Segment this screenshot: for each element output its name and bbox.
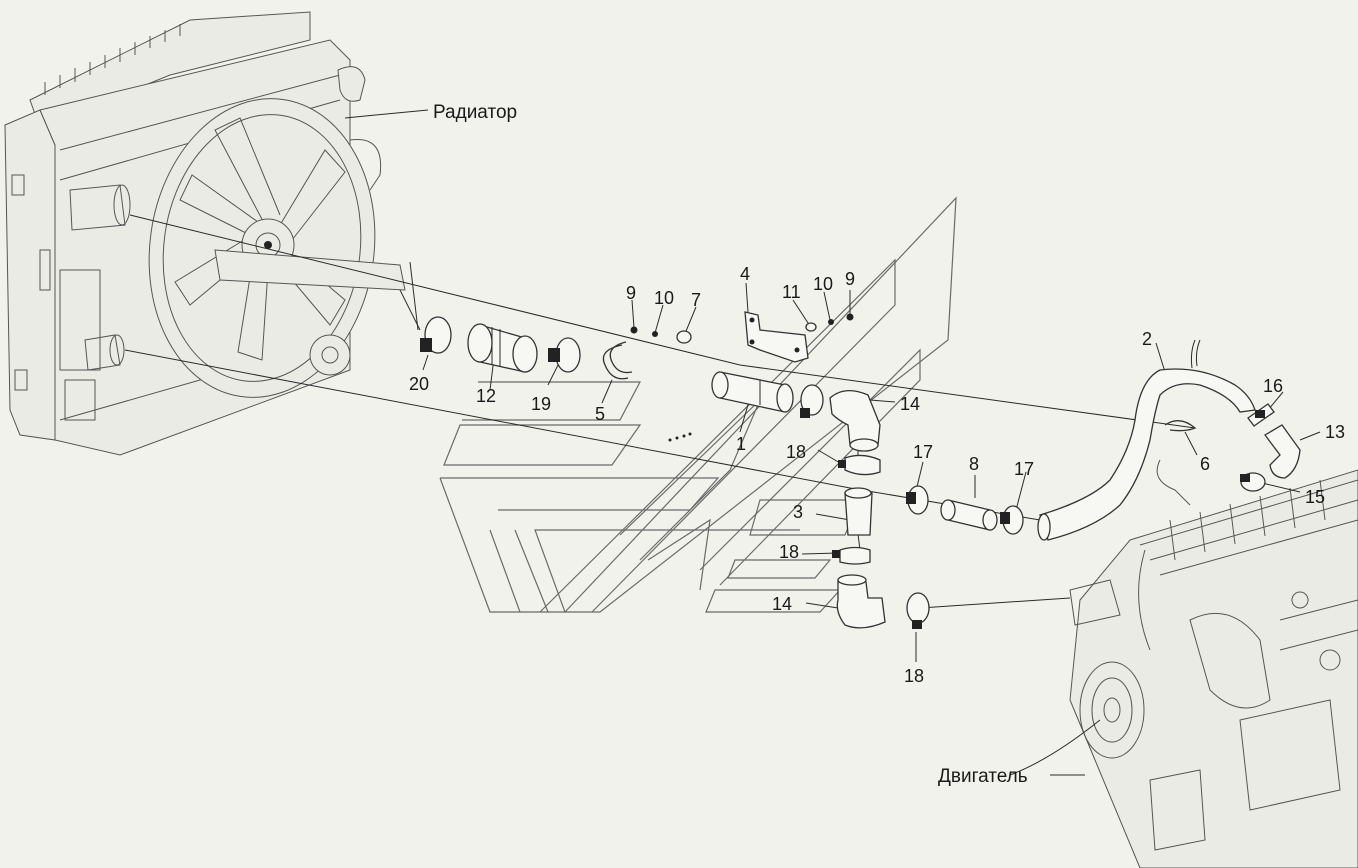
u-bolt-5: [602, 341, 633, 380]
label-part-1: 1: [736, 434, 746, 454]
clamp-18c: [832, 546, 871, 565]
clamp-19: [548, 337, 581, 373]
label-part-6: 6: [1200, 454, 1210, 474]
clamp-17b: [1000, 505, 1024, 535]
label-engine: Двигатель: [938, 766, 1028, 787]
u-bolt-6: [1164, 420, 1197, 432]
label-part-13: 13: [1325, 422, 1345, 442]
label-part-14b: 14: [772, 594, 792, 614]
elbow-13: [1264, 424, 1301, 479]
clamp-15: [1240, 472, 1266, 492]
label-part-18a: 18: [786, 442, 806, 462]
label-part-10a: 10: [654, 288, 674, 308]
washer-10b: [828, 319, 834, 325]
label-part-15: 15: [1305, 487, 1325, 507]
nut-9a: [630, 326, 638, 334]
clamp-18b: [838, 454, 881, 476]
clamp-16: [1247, 403, 1275, 427]
clamp-18a: [800, 384, 824, 418]
label-part-3: 3: [793, 502, 803, 522]
background-outline-shapes: [439, 196, 957, 613]
engine-assembly: [1069, 459, 1358, 868]
label-radiator: Радиатор: [433, 102, 517, 123]
label-part-12: 12: [476, 386, 496, 406]
washer-11: [805, 322, 817, 332]
nut-9b: [846, 313, 854, 321]
sleeve-8: [940, 499, 998, 531]
clamp-20: [420, 316, 452, 354]
label-part-19: 19: [531, 394, 551, 414]
label-part-17a: 17: [913, 442, 933, 462]
label-part-11: 11: [782, 282, 801, 302]
pipe-1: [711, 371, 794, 413]
label-part-18c: 18: [904, 666, 924, 686]
label-part-17b: 17: [1014, 459, 1034, 479]
sleeve-3: [844, 487, 873, 536]
label-part-2: 2: [1142, 329, 1152, 349]
callout-labels: Радиатор Двигатель 1 2 3 4 5 6 7 8 9 9 1…: [409, 102, 1345, 787]
washer-10a: [652, 331, 658, 337]
label-part-5: 5: [595, 404, 605, 424]
clamp-18d: [906, 592, 930, 629]
elbow-14b: [836, 576, 886, 629]
label-part-16: 16: [1263, 376, 1283, 396]
washer-7: [676, 330, 692, 344]
hose-2: [1037, 339, 1256, 541]
label-part-14a: 14: [900, 394, 920, 414]
label-part-9b: 9: [845, 269, 855, 289]
label-part-7: 7: [691, 290, 701, 310]
label-part-8: 8: [969, 454, 979, 474]
label-part-9a: 9: [626, 283, 636, 303]
clamp-17a: [906, 485, 929, 515]
label-part-20: 20: [409, 374, 429, 394]
parts: [420, 311, 1301, 629]
label-part-10b: 10: [813, 274, 833, 294]
sleeve-12: [467, 323, 538, 373]
radiator-assembly: [4, 11, 406, 456]
label-part-4: 4: [740, 264, 750, 284]
bracket-4: [744, 311, 809, 363]
label-part-18b: 18: [779, 542, 799, 562]
